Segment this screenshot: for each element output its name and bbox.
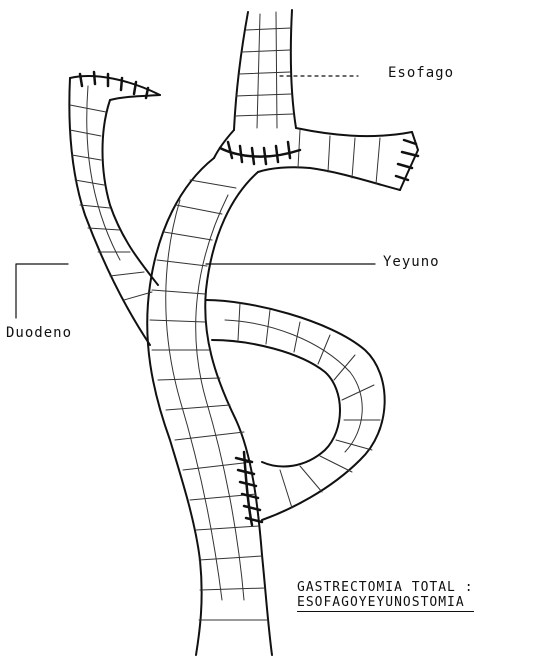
jejunum-label: Yeyuno	[383, 254, 440, 270]
duodenum-limb	[69, 72, 160, 345]
esophagus-tube	[234, 10, 296, 130]
esophagojejunal-anastomosis	[220, 142, 300, 164]
duodenum-leader	[16, 264, 68, 318]
esophagus-label: Esofago	[388, 65, 454, 81]
caption-line-2: ESOFAGOYEYUNOSTOMIA	[297, 595, 474, 610]
diagram-caption: GASTRECTOMIA TOTAL : ESOFAGOYEYUNOSTOMIA	[297, 580, 474, 612]
duodenum-label: Duodeno	[6, 325, 72, 341]
caption-line-1: GASTRECTOMIA TOTAL :	[297, 580, 474, 595]
jejunal-loop	[206, 300, 385, 520]
jejunum-limb	[147, 158, 272, 655]
jejunum-blind-end	[214, 128, 418, 190]
